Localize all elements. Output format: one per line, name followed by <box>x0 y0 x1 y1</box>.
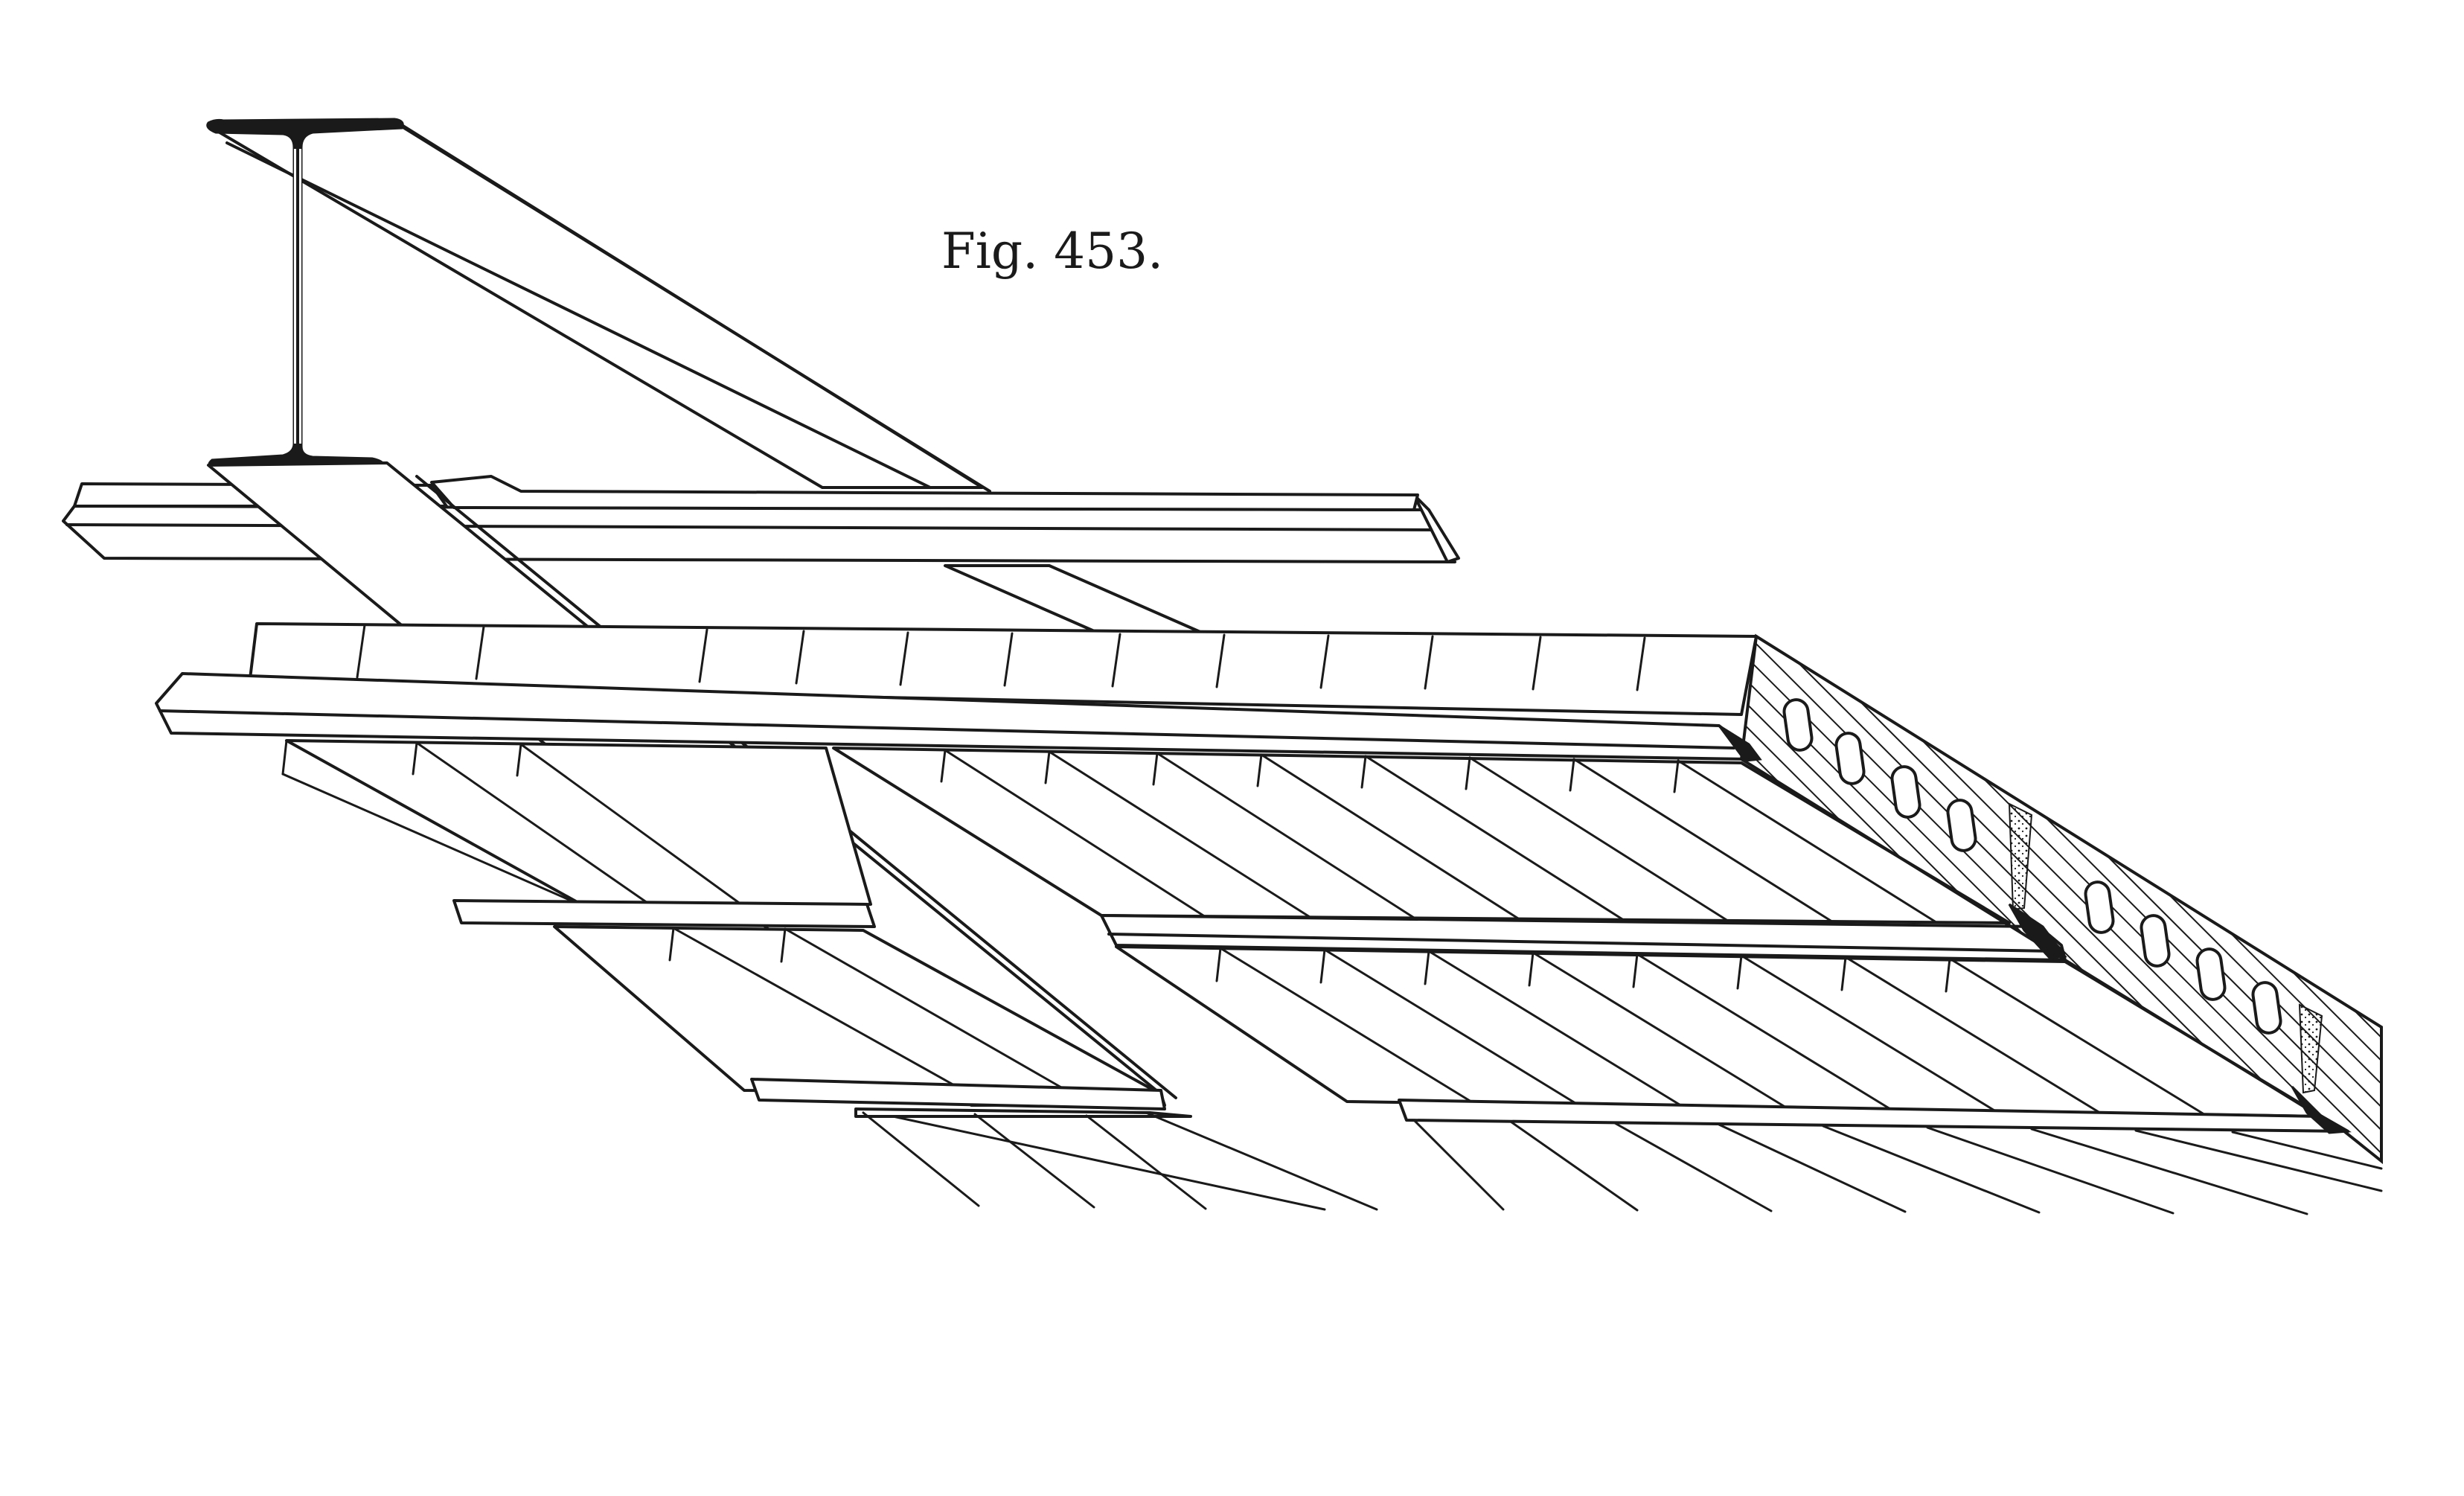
hollow-brick-section <box>1739 633 2383 1165</box>
ceiling-slabs-mid <box>832 747 2011 924</box>
ceiling-slabs-bottom <box>854 1107 2383 1215</box>
ceiling-slabs-left <box>281 739 872 910</box>
figure-caption: Fig. 453. <box>941 223 1163 280</box>
ceiling-slabs-lower <box>553 925 2323 1118</box>
